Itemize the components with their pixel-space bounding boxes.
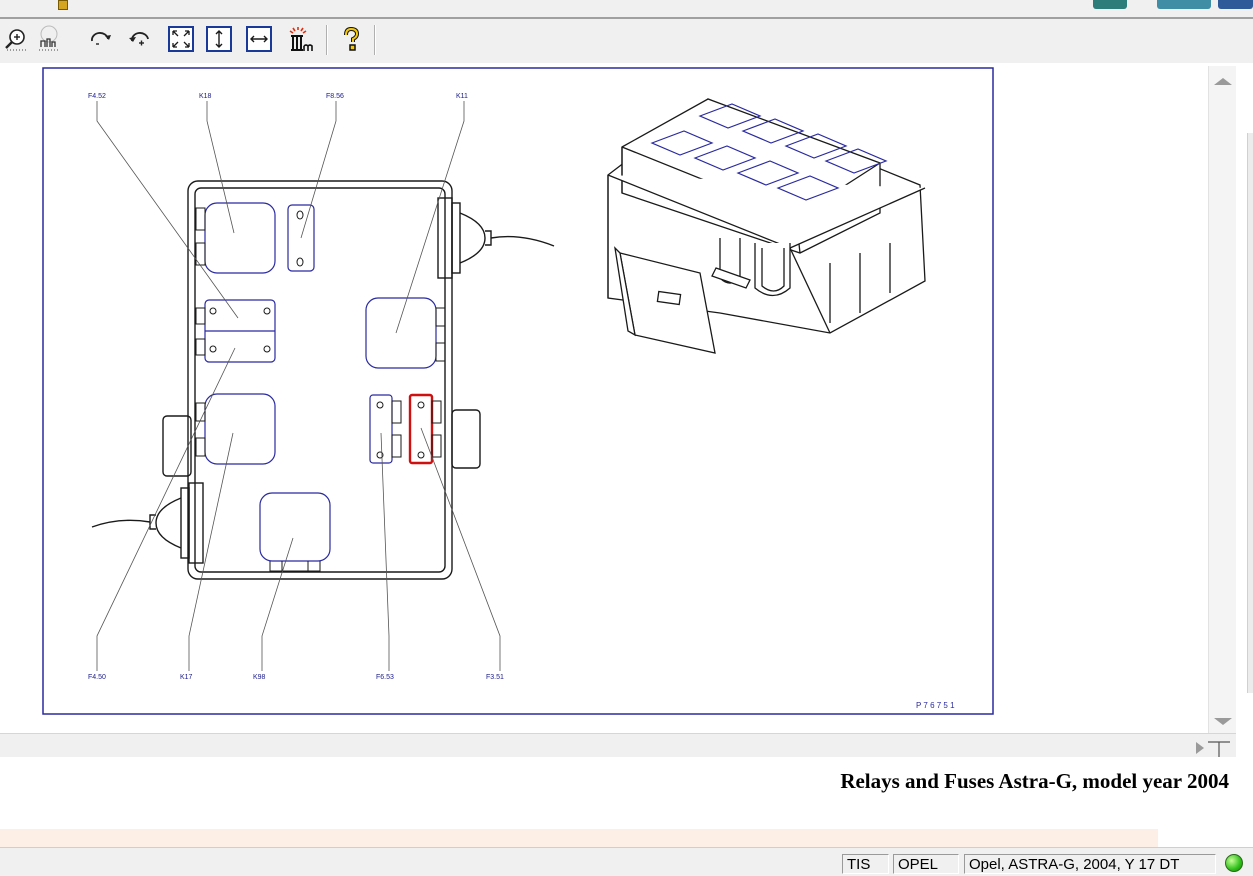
label-f6-53: F6.53 [376,674,394,681]
fit-page-icon[interactable] [166,25,196,53]
document-title: Relays and Fuses Astra-G, model year 200… [840,769,1229,793]
leader-lines [96,101,501,671]
fit-width-icon[interactable] [244,25,274,53]
scroll-up-icon[interactable] [1214,78,1232,85]
nav-close-icon[interactable] [1218,0,1253,9]
rotate-left-icon[interactable] [124,25,154,53]
relay-k18[interactable] [204,202,276,274]
nav-window-icon[interactable] [1157,0,1211,9]
pane-split-icon[interactable] [1194,738,1234,758]
fuse-box-outline [91,180,555,580]
help-icon[interactable] [336,25,366,53]
zoom-in-icon[interactable] [2,25,32,53]
relay-k17[interactable] [204,393,276,465]
relay-k98[interactable] [259,492,331,562]
window-top-strip [0,0,1253,19]
toolbar [0,19,1253,64]
horizontal-scrollbar[interactable] [0,733,1236,758]
toolbar-separator [374,25,376,55]
fuse-f8-56[interactable] [287,204,315,272]
label-f4-52: F4.52 [88,93,106,100]
info-bar-end [1158,829,1253,847]
document-text-pane: Relays and Fuses Astra-G, model year 200… [0,757,1253,829]
label-k11: K11 [456,93,468,100]
right-pane-edge [1236,63,1253,843]
vertical-scrollbar[interactable] [1208,66,1236,736]
zoom-out-icon[interactable] [34,25,64,53]
fuse-f3-51-highlighted[interactable] [408,393,434,465]
status-app: TIS [842,854,889,874]
label-f8-56: F8.56 [326,93,344,100]
relay-slots-3d [650,103,888,201]
fuse-f6-53[interactable] [369,394,393,464]
label-k98: K98 [253,674,266,681]
label-k18: K18 [199,93,212,100]
status-vehicle: Opel, ASTRA-G, 2004, Y 17 DT [964,854,1216,874]
status-brand: OPEL [893,854,959,874]
connection-status-icon [1225,854,1243,872]
document-icon [58,0,68,10]
figure-id: P 7 6 7 5 1 [916,701,955,710]
fuse-box-3d-illustration [607,98,926,354]
label-f4-50: F4.50 [88,674,106,681]
nav-back-icon[interactable] [1093,0,1127,9]
label-f3-51: F3.51 [486,674,504,681]
label-k17: K17 [180,674,193,681]
highlight-icon[interactable] [284,25,314,53]
scroll-down-icon[interactable] [1214,718,1232,725]
rotate-right-icon[interactable] [86,25,116,53]
fuse-box-diagram: F4.52 K18 F8.56 K11 F4.50 K17 K98 F6.53 … [42,67,994,715]
fit-height-icon[interactable] [204,25,234,53]
relay-k11[interactable] [365,297,437,369]
status-bar: TIS OPEL Opel, ASTRA-G, 2004, Y 17 DT [0,847,1253,876]
info-bar [0,829,1158,847]
toolbar-separator [326,25,328,55]
